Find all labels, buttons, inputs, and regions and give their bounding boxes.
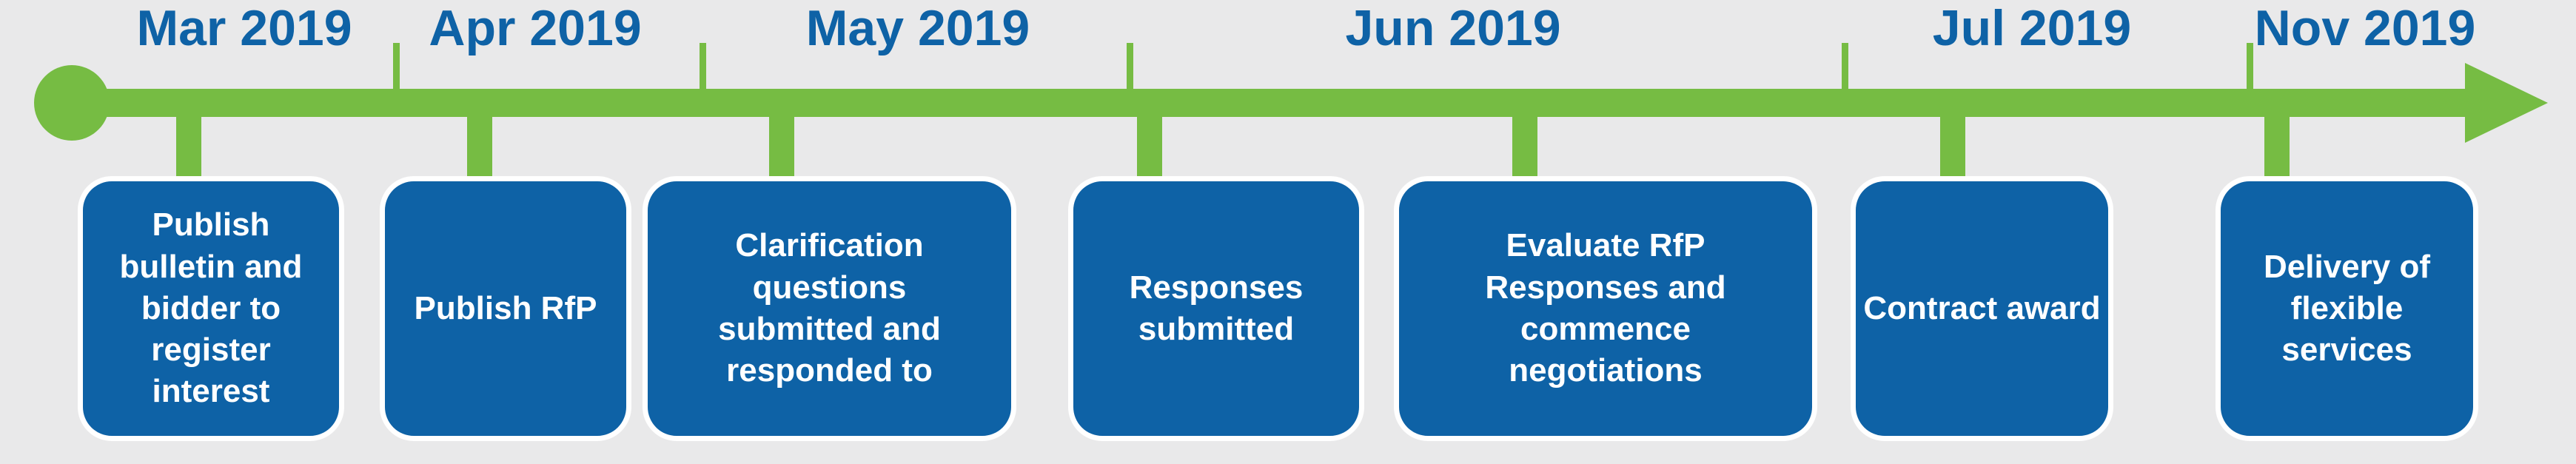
milestone-box-publish-rfp: Publish RfP (380, 176, 631, 441)
milestone-box-delivery-flexible-services: Delivery of flexible services (2216, 176, 2478, 441)
milestone-connector (176, 115, 201, 179)
month-label-jul-2019: Jul 2019 (1932, 0, 2132, 56)
milestone-connector (2264, 115, 2290, 179)
milestone-label: Responses submitted (1129, 269, 1304, 347)
milestone-label: Clarification questions submitted and re… (718, 227, 941, 389)
milestone-box-responses-submitted: Responses submitted (1068, 176, 1364, 441)
milestone-label: Delivery of flexible services (2264, 248, 2430, 369)
month-label-apr-2019: Apr 2019 (429, 0, 642, 56)
month-tick (393, 43, 400, 90)
month-tick (700, 43, 706, 90)
milestone-box-evaluate-rfp: Evaluate RfP Responses and commence nego… (1394, 176, 1817, 441)
month-tick (2247, 43, 2253, 90)
milestone-box-clarification-questions: Clarification questions submitted and re… (643, 176, 1016, 441)
milestone-label: Evaluate RfP Responses and commence nego… (1485, 227, 1726, 389)
milestone-connector (1512, 115, 1537, 179)
milestone-connector (1137, 115, 1162, 179)
milestone-box-publish-bulletin: Publish bulletin and bidder to register … (78, 176, 344, 441)
milestone-connector (769, 115, 794, 179)
month-label-mar-2019: Mar 2019 (136, 0, 352, 56)
milestone-box-contract-award: Contract award (1851, 176, 2113, 441)
milestone-label: Publish RfP (414, 289, 597, 326)
month-label-may-2019: May 2019 (805, 0, 1030, 56)
milestone-connector (467, 115, 492, 179)
timeline-bar (70, 89, 2472, 117)
milestone-label: Publish bulletin and bidder to register … (119, 206, 303, 410)
milestone-label: Contract award (1863, 289, 2101, 326)
milestone-connector (1940, 115, 1965, 179)
month-label-nov-2019: Nov 2019 (2254, 0, 2476, 56)
month-tick (1842, 43, 1848, 90)
month-label-jun-2019: Jun 2019 (1345, 0, 1561, 56)
month-tick (1127, 43, 1133, 90)
timeline-arrow-icon (2465, 63, 2548, 143)
timeline-start-dot (34, 65, 110, 141)
